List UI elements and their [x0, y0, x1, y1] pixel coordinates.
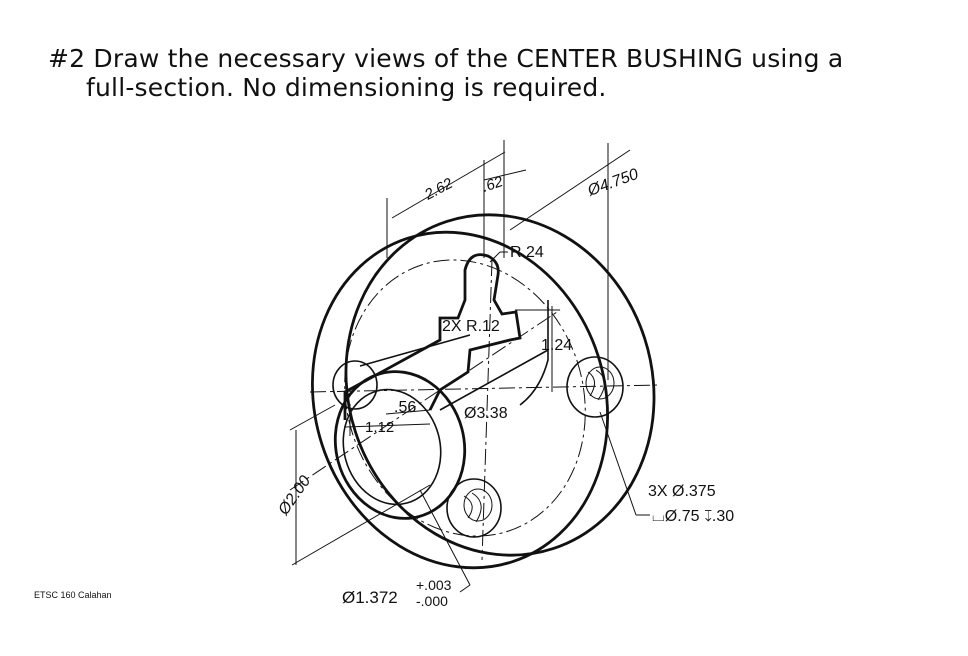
hole-right: [566, 356, 624, 418]
slot-right-side: [519, 300, 549, 406]
dim-diameter-338: Ø3.38: [464, 405, 508, 422]
dim-1-12: 1.12: [365, 419, 394, 436]
centerline-vertical: [481, 259, 493, 561]
dim-bore-tol-minus: -.000: [416, 593, 448, 609]
course-footer: ETSC 160 Calahan: [34, 590, 112, 600]
hole-left: [332, 360, 378, 410]
dim-1-24: 1.24: [541, 337, 572, 354]
dim-r24: R.24: [510, 244, 544, 261]
problem-line-2: full-section. No dimensioning is require…: [86, 73, 607, 102]
dim-counterbore: ⌴Ø.75 ↧.30: [652, 508, 734, 525]
flange-front-outline: [311, 230, 609, 570]
dim-diameter-200: Ø2.00: [275, 473, 315, 519]
slot-edge-upper: [359, 334, 471, 367]
problem-line-1: #2 Draw the necessary views of the CENTE…: [48, 44, 844, 73]
slot-edge-lower: [439, 349, 549, 411]
dim-3x-holes: 3X Ø.375: [648, 483, 716, 500]
dim-0-62: .62: [480, 173, 506, 196]
dim-bore-diameter: Ø1.372: [342, 588, 398, 607]
centerline-horizontal: [309, 384, 661, 393]
dim-diameter-4750: Ø4.750: [585, 166, 641, 200]
hole-bottom: [446, 478, 502, 538]
dimension-lines: [289, 140, 650, 593]
problem-statement: #2 Draw the necessary views of the CENTE…: [48, 44, 843, 102]
bolt-circle: [344, 259, 586, 537]
flange-back-outline: [344, 213, 656, 557]
keyway-slot: [343, 253, 522, 420]
dim-bore-tol-plus: +.003: [416, 577, 452, 593]
dim-2-62: 2.62: [421, 175, 456, 204]
dim-0-56: .56: [394, 399, 416, 416]
dim-2x-r12: 2X R.12: [442, 318, 500, 335]
